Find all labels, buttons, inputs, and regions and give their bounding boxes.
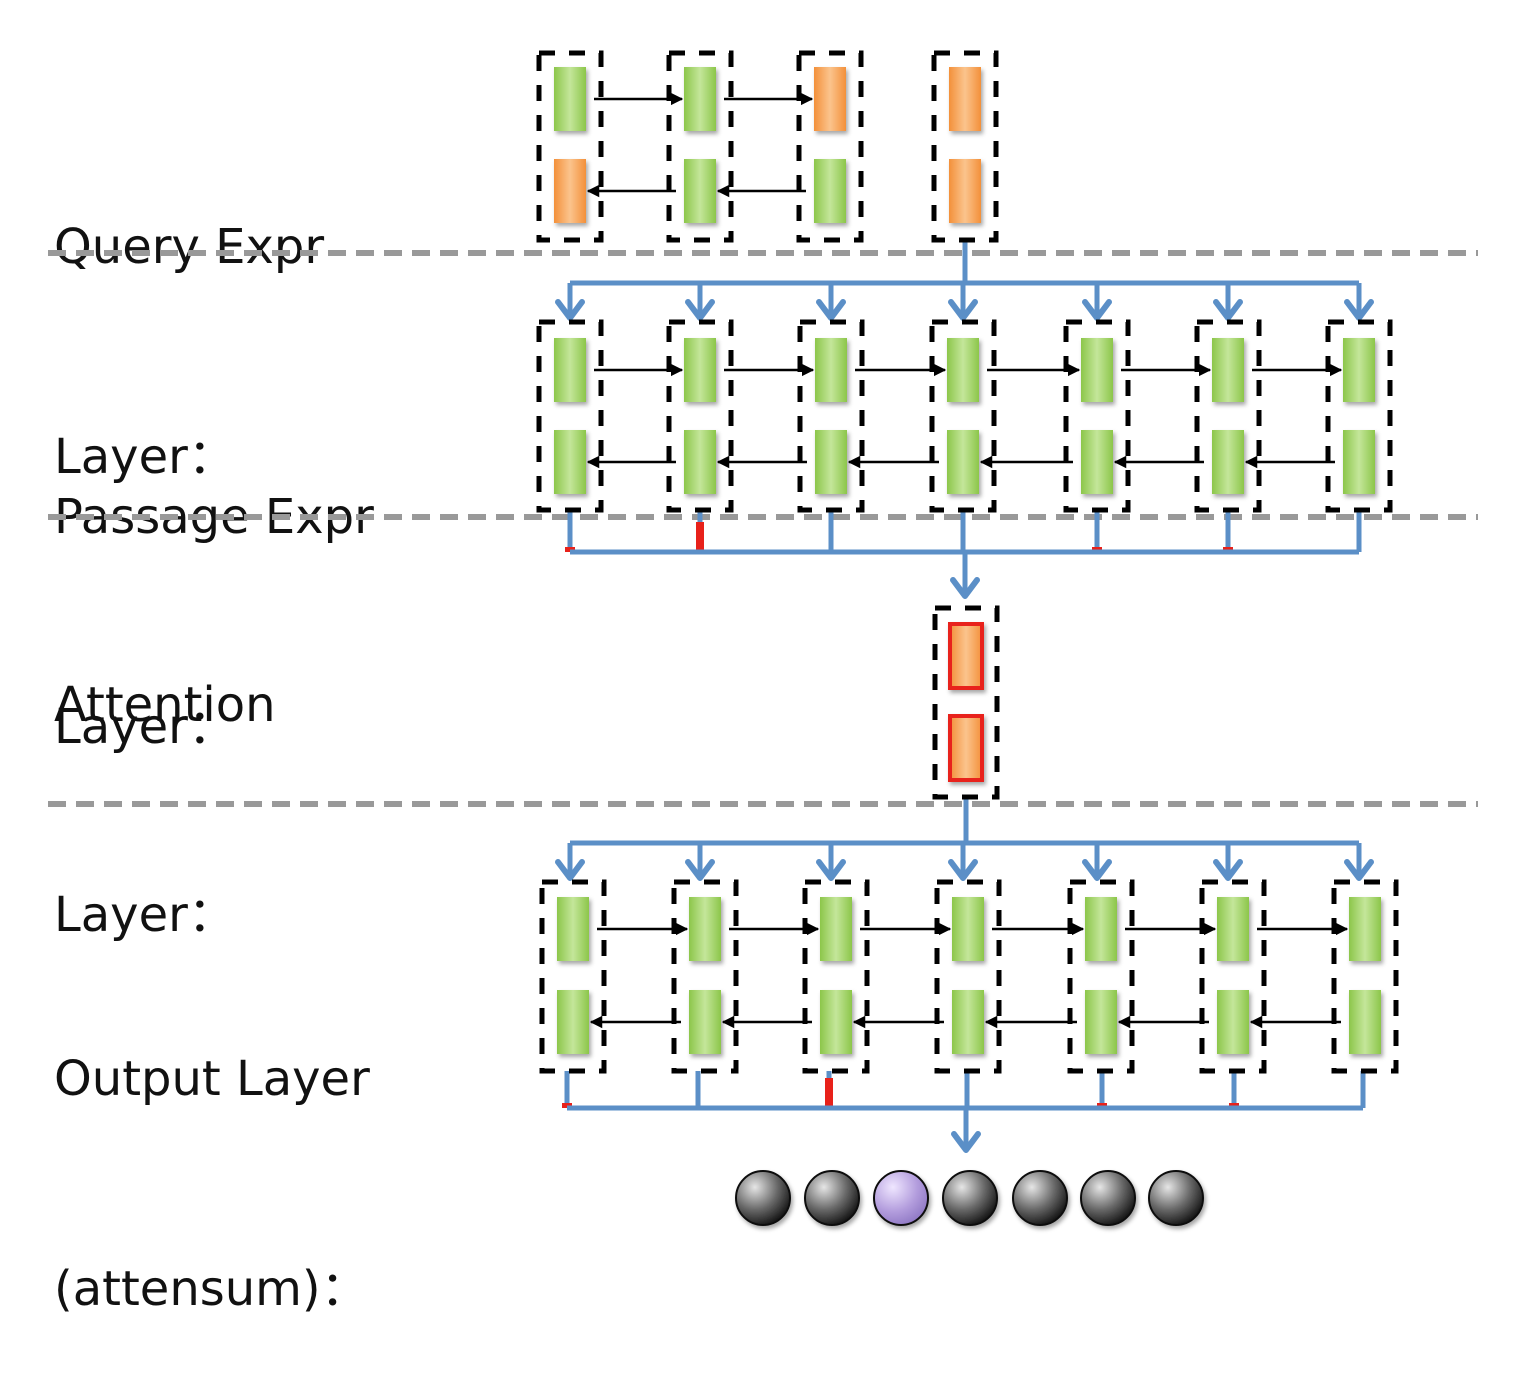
passage-cell-fwd-5	[1081, 338, 1113, 402]
attention-to-output-arrow-1-head	[555, 859, 585, 881]
query-to-passage-arrow-6-head	[1213, 299, 1243, 321]
output-cell-box-3	[802, 879, 870, 1074]
output-cell-fwd-7	[1349, 897, 1381, 961]
output-cell-box-4	[934, 879, 1002, 1074]
output-cell-box-7	[1331, 879, 1399, 1074]
output-cell-box-2	[671, 879, 739, 1074]
query-label-line2: Layer：	[54, 429, 236, 485]
output-cell-bwd-6	[1217, 990, 1249, 1054]
passage-cell-box-5	[1063, 319, 1131, 513]
passage-cell-bwd-4	[947, 430, 979, 494]
query-to-passage-arrow-3-head	[816, 299, 846, 321]
output-cell-bwd-7	[1349, 990, 1381, 1054]
attention-to-output-arrow-6-head	[1213, 859, 1243, 881]
output-attention-merge-arrow-head	[951, 1131, 981, 1153]
output-cell-box-6	[1199, 879, 1267, 1074]
query-cell-box-1	[536, 50, 604, 243]
query-cell-box-3	[796, 50, 864, 243]
attention-cell-bottom	[948, 714, 984, 782]
passage-cell-box-7	[1325, 319, 1393, 513]
query-layer-label: Query Expr Layer：	[54, 72, 324, 562]
passage-cell-box-3	[797, 319, 865, 513]
attention-layer-label: Attention Layer：	[54, 530, 276, 1020]
query-to-passage-arrow-5-head	[1082, 299, 1112, 321]
attention-to-output-arrow-5-head	[1082, 859, 1112, 881]
attention-cell-top	[948, 622, 984, 690]
attention-to-output-arrow-2-head	[685, 859, 715, 881]
output-cell-fwd-1	[557, 897, 589, 961]
attention-to-output-arrow-3-head	[816, 859, 846, 881]
query-to-passage-arrow-1-head	[555, 299, 585, 321]
query-cell-bwd-3	[814, 159, 846, 223]
passage-cell-bwd-6	[1212, 430, 1244, 494]
output-cell-bwd-3	[820, 990, 852, 1054]
query-cell-bwd-4	[949, 159, 981, 223]
separator-lines	[48, 250, 1478, 807]
output-attention-weight-3	[825, 1078, 833, 1108]
query-to-passage-arrow-4-head	[948, 299, 978, 321]
query-cell-fwd-3	[814, 67, 846, 131]
attention-to-output-arrow-7-head	[1344, 859, 1374, 881]
output-cell-fwd-4	[952, 897, 984, 961]
query-to-passage-arrow-7-head	[1344, 299, 1374, 321]
query-cell-bwd-2	[684, 159, 716, 223]
output-cell-fwd-5	[1085, 897, 1117, 961]
passage-attention-merge-arrow-head	[950, 577, 980, 599]
passage-attention-weight-2	[696, 522, 704, 552]
output-node-3	[873, 1170, 929, 1226]
passage-cell-fwd-3	[815, 338, 847, 402]
output-node-2	[804, 1170, 860, 1226]
passage-cell-fwd-2	[684, 338, 716, 402]
passage-cell-bwd-2	[684, 430, 716, 494]
passage-cell-bwd-7	[1343, 430, 1375, 494]
query-cell-bwd-1	[554, 159, 586, 223]
query-cell-fwd-2	[684, 67, 716, 131]
query-cell-fwd-1	[554, 67, 586, 131]
output-cell-bwd-5	[1085, 990, 1117, 1054]
rnn-cells	[536, 50, 1399, 1074]
passage-cell-fwd-4	[947, 338, 979, 402]
passage-cell-fwd-7	[1343, 338, 1375, 402]
output-cell-fwd-3	[820, 897, 852, 961]
attention-label-line1: Attention	[54, 677, 276, 733]
output-cell-box-1	[539, 879, 607, 1074]
output-cell-bwd-2	[689, 990, 721, 1054]
passage-cell-bwd-3	[815, 430, 847, 494]
output-node-4	[942, 1170, 998, 1226]
attention-cell-box	[932, 605, 1000, 800]
output-cell-fwd-2	[689, 897, 721, 961]
passage-cell-bwd-1	[554, 430, 586, 494]
output-cell-box-5	[1067, 879, 1135, 1074]
output-label-line1: Output Layer	[54, 1051, 370, 1107]
output-node-5	[1012, 1170, 1068, 1226]
output-cell-bwd-4	[952, 990, 984, 1054]
diagram-canvas	[48, 50, 1478, 1226]
query-to-passage-arrow-2-head	[685, 299, 715, 321]
passage-cell-bwd-5	[1081, 430, 1113, 494]
query-cell-fwd-4	[949, 67, 981, 131]
passage-cell-box-2	[666, 319, 734, 513]
passage-cell-box-4	[929, 319, 997, 513]
query-label-line1: Query Expr	[54, 219, 325, 275]
output-cell-fwd-6	[1217, 897, 1249, 961]
passage-cell-fwd-6	[1212, 338, 1244, 402]
attention-label-line2: Layer：	[54, 887, 236, 943]
output-cell-bwd-1	[557, 990, 589, 1054]
passage-label-line2: Layer：	[54, 699, 236, 755]
query-cell-box-4	[931, 50, 999, 243]
output-node-1	[735, 1170, 791, 1226]
passage-cell-fwd-1	[554, 338, 586, 402]
passage-cell-box-6	[1194, 319, 1262, 513]
output-node-7	[1148, 1170, 1204, 1226]
passage-cell-box-1	[536, 319, 604, 513]
output-node-6	[1080, 1170, 1136, 1226]
query-cell-box-2	[666, 50, 734, 243]
connector-lines	[555, 240, 1374, 1153]
output-nodes	[735, 1170, 1204, 1226]
attention-to-output-arrow-4-head	[948, 859, 978, 881]
